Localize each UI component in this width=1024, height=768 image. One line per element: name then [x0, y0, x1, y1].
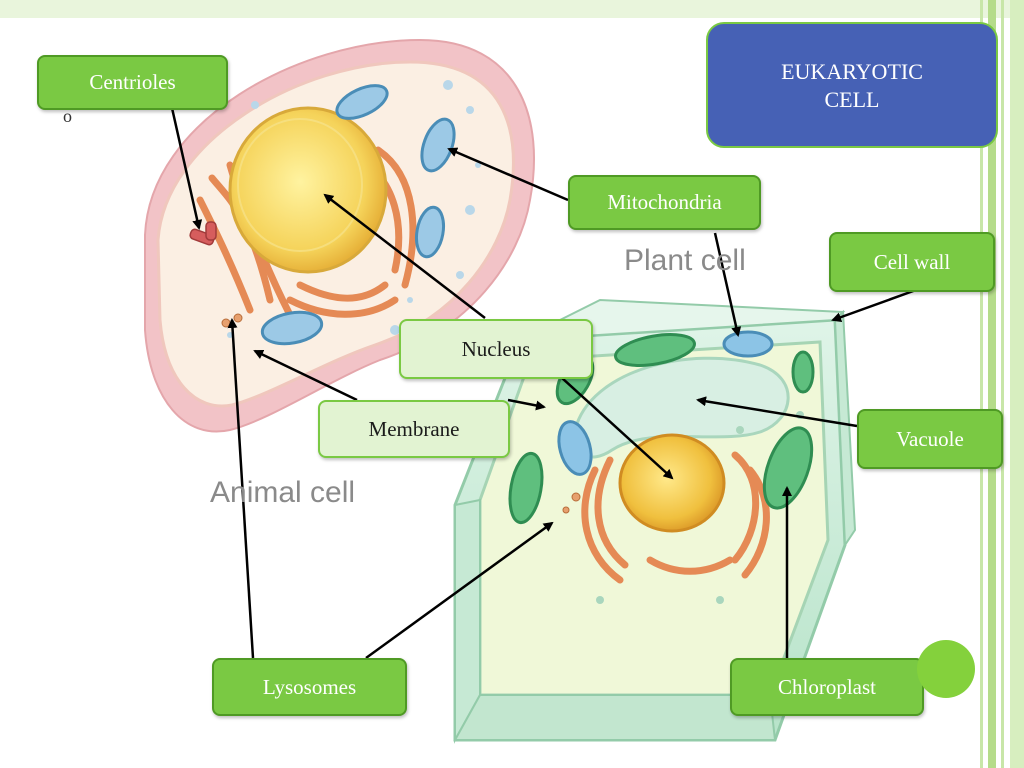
plant-cell-title: Plant cell	[624, 244, 746, 277]
decorative-circle	[917, 640, 975, 698]
label-mitochondria: Mitochondria	[568, 175, 761, 230]
animal-centrioles	[189, 221, 217, 246]
side-stripes	[974, 0, 1024, 768]
animal-vesicles	[227, 80, 481, 338]
pointer-arrows	[170, 107, 917, 660]
plant-lysosomes	[562, 492, 581, 514]
animal-cell	[144, 38, 536, 433]
plant-vesicles	[596, 411, 804, 604]
top-border	[0, 0, 1024, 18]
label-centrioles: Centrioles	[37, 55, 228, 110]
plant-mitochondria	[557, 330, 774, 476]
animal-cell-title: Animal cell	[210, 476, 356, 509]
label-cell-wall: Cell wall	[829, 232, 995, 292]
stray-text: o	[63, 106, 72, 126]
label-nucleus: Nucleus	[399, 319, 593, 379]
label-chloroplast: Chloroplast	[730, 658, 924, 716]
plant-nucleus	[618, 433, 726, 533]
label-lysosomes: Lysosomes	[212, 658, 407, 716]
label-membrane: Membrane	[318, 400, 510, 458]
slide-title: EUKARYOTIC CELL	[706, 22, 998, 148]
plant-er	[581, 451, 770, 584]
slide-title-text: EUKARYOTIC CELL	[781, 59, 923, 112]
animal-mitochondria	[260, 84, 456, 346]
animal-nucleus	[228, 106, 388, 274]
label-vacuole: Vacuole	[857, 409, 1003, 469]
